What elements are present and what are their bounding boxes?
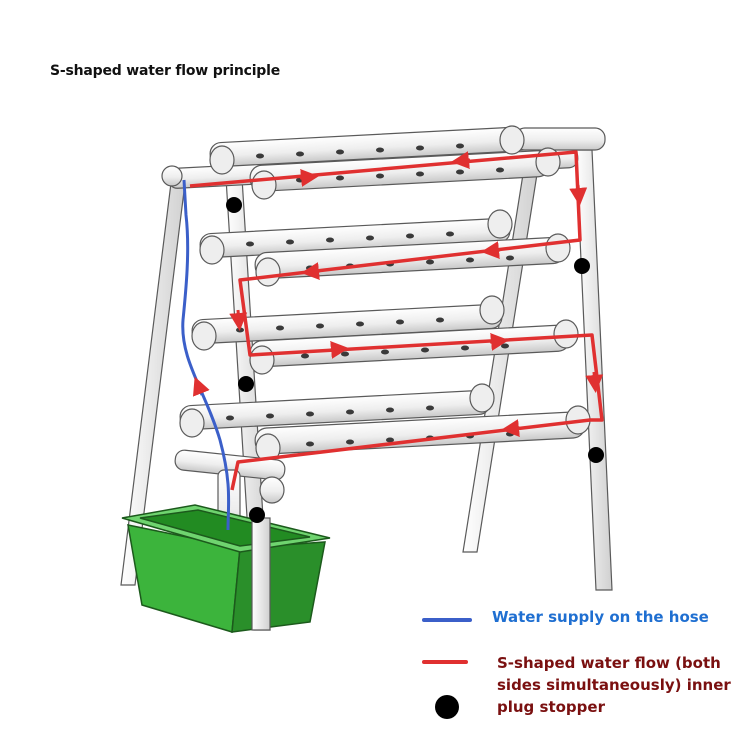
legend-flow-label: S-shaped water flow (both sides simultan… (497, 654, 731, 716)
black-dot-icon (435, 695, 459, 719)
plug-stoppers (226, 197, 604, 523)
legend (422, 618, 472, 719)
right-rear-leg (575, 149, 613, 591)
black-dot-icon (226, 197, 242, 213)
black-dot-icon (238, 376, 254, 392)
water-tank (121, 504, 331, 633)
black-dot-icon (574, 258, 590, 274)
grow-pipes (179, 126, 586, 455)
diagram-title: S-shaped water flow principle (50, 63, 281, 79)
hose-arrow (192, 376, 210, 397)
tank-pipe (251, 517, 271, 631)
black-dot-icon (588, 447, 604, 463)
flow-arrows (229, 151, 604, 438)
black-dot-icon (249, 507, 265, 523)
tank-side (231, 541, 326, 633)
legend-hose-label: Water supply on the hose (492, 608, 709, 626)
water-supply-hose (181, 179, 231, 531)
